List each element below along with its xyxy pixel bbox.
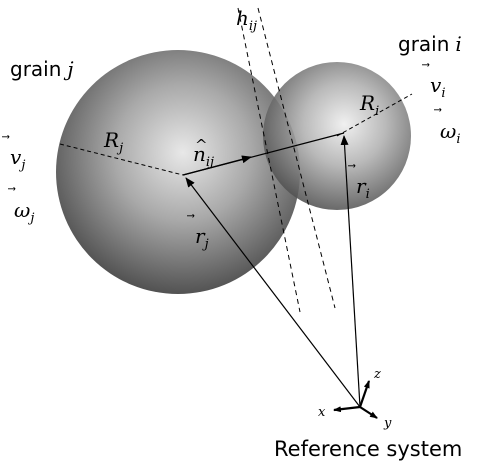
overlap-label: hij [236,6,257,34]
radius-i-line [336,93,413,137]
normal-hat-symbol: ^ [195,136,208,154]
radius-j-label: Rj [103,128,123,156]
grain-j-sphere [56,50,300,294]
reference-system-label: Reference system [274,437,462,461]
position-vector-i-arrow [340,135,361,408]
angular-velocity-j-label: ωj [14,198,34,226]
radius-j-line [59,143,184,176]
angular-velocity-j-arrow-symbol: ⃗ [8,187,16,191]
axis-x-arrow [333,405,361,413]
position-i-label: ri [356,174,370,202]
velocity-j-arrow-symbol: ⃗ [2,135,10,139]
axis-z-label: z [373,367,381,382]
normal-vector-label: nij [193,142,214,170]
axis-y-arrow [359,406,378,419]
overlap-boundary-left [237,7,301,313]
axis-x-label: x [318,405,326,420]
normal-vector-arrow [182,155,252,176]
radius-i-label: Ri [359,91,379,119]
position-j-label: rj [195,224,209,252]
velocity-i-arrow-symbol: ⃗ [422,63,430,67]
angular-velocity-i-label: ωi [440,119,460,147]
position-vector-j-arrow [185,177,361,408]
angular-velocity-i-arrow-symbol: ⃗ [434,108,442,112]
velocity-j-label: vj [10,145,25,173]
overlap-boundary-right [257,7,336,309]
axis-z-arrow [358,380,371,408]
axis-y-label: y [383,416,392,431]
velocity-i-label: vi [430,73,445,101]
